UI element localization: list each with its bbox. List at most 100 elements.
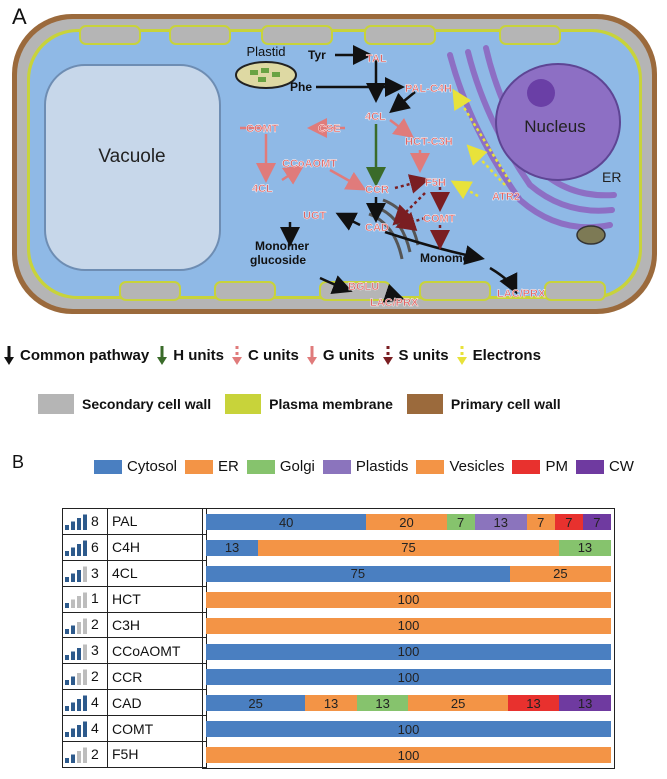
legend-g-units: G units [305,344,375,366]
enzyme-name: PAL [107,508,207,535]
enzyme-4cl-left: 4CL [252,183,273,195]
bar-segment: 75 [206,565,510,582]
enzyme-comt-left: COMT [246,123,279,135]
legend-label-common: Common pathway [20,346,150,364]
metabolite-phe: Phe [290,80,312,94]
enzyme-lac-prx-2: LAC/PRX [497,288,546,300]
metabolite-monomer-glucoside-2: glucoside [250,253,306,267]
signal-strength-icon [65,540,87,556]
evidence-cell: 6 [62,533,108,561]
bar-segment: 7 [582,514,611,530]
evidence-cell: 3 [62,559,108,587]
legend-h-units: H units [155,344,224,366]
enzyme-atr2: ATR2 [492,191,520,203]
bar-segment: 25 [206,695,306,712]
wall-protrusions [79,25,606,301]
arrow-solid-green-icon [157,346,168,365]
legend-s-units: S units [381,344,449,366]
vacuole-label: Vacuole [98,146,165,167]
legend-label-plasma-membrane: Plasma membrane [269,396,393,412]
arrow-solid-black-icon [4,346,14,365]
legend-label-g: G units [322,346,375,364]
signal-strength-icon [65,669,87,686]
legend-label-s: S units [398,346,449,364]
evidence-cell: 2 [62,611,108,639]
swatch-plasma-membrane [225,394,262,414]
evidence-cell: 3 [62,637,108,665]
enzyme-name: COMT [107,715,207,743]
bar-segment: 7 [554,514,583,530]
location-swatch [575,459,604,474]
bar-segment: 100 [206,721,611,738]
swatch-primary-wall [406,394,443,414]
signal-strength-icon [65,695,87,712]
cell-diagram: Vacuole Plastid Nucleus ER [12,14,657,314]
evidence-cell: 8 [62,508,108,535]
enzyme-4cl-top: 4CL [365,111,386,123]
enzyme-hct-c3h: HCT-C3H [405,136,453,148]
localization-bar: 100 [206,669,611,686]
bar-segment: 100 [206,669,611,686]
bar-segment: 13 [558,539,611,556]
bar-segment: 100 [206,747,611,764]
evidence-count: 3 [91,564,99,581]
localization-bar: 100 [206,747,611,764]
legend-label-secondary-wall: Secondary cell wall [82,396,212,412]
evidence-cell: 2 [62,663,108,691]
legend-c-units: C units [230,344,299,366]
bar-segment: 13 [356,695,409,712]
bar-segment: 13 [507,695,560,712]
signal-strength-icon [65,644,87,660]
enzyme-lac-prx-1: LAC/PRX [370,297,419,309]
location-label: CW [608,458,634,475]
location-label: Plastids [355,458,409,475]
signal-strength-icon [65,566,87,582]
enzyme-cad: CAD [365,222,389,234]
localization-bar: 100 [206,591,611,608]
location-label: Golgi [279,458,315,475]
location-swatch [322,459,351,474]
legend-label-electrons: Electrons [472,346,541,364]
bar-segment: 20 [366,514,447,530]
plastid-label: Plastid [246,44,285,59]
location-swatch [185,459,214,474]
evidence-cell: 1 [62,585,108,613]
enzyme-name: C4H [107,533,207,561]
legend-primary-wall: Primary cell wall [406,394,561,414]
signal-strength-icon [65,618,87,634]
bar-segment: 100 [206,617,611,634]
bar-segment: 40 [206,514,367,530]
bar-segment: 13 [474,514,527,530]
location-legend-item: Vesicles [416,458,504,475]
signal-strength-icon [65,747,87,764]
evidence-count: 2 [91,745,99,762]
arrow-dotted-yellow-icon [456,346,467,365]
enzyme-name: 4CL [107,559,207,587]
location-legend-item: Cytosol [94,458,177,475]
bar-segment: 13 [305,695,357,712]
evidence-count: 4 [91,694,99,711]
signal-strength-icon [65,514,87,531]
enzyme-f5h: F5H [425,177,446,189]
localization-bar: 100 [206,721,611,738]
legend-label-c: C units [248,346,299,364]
legend-electrons: Electrons [455,344,541,366]
location-swatch [512,459,541,474]
enzyme-name: CAD [107,689,207,717]
arrow-dotted-darkred-icon [382,346,393,365]
location-swatch [246,459,275,474]
evidence-cell: 4 [62,689,108,717]
enzyme-name: CCR [107,663,207,691]
location-label: ER [218,458,239,475]
signal-strength-icon [65,592,87,608]
evidence-count: 8 [91,512,99,529]
signal-strength-icon [65,721,87,738]
enzyme-cse: CSE [318,123,341,135]
enzyme-row: 3 4CL [62,559,207,587]
